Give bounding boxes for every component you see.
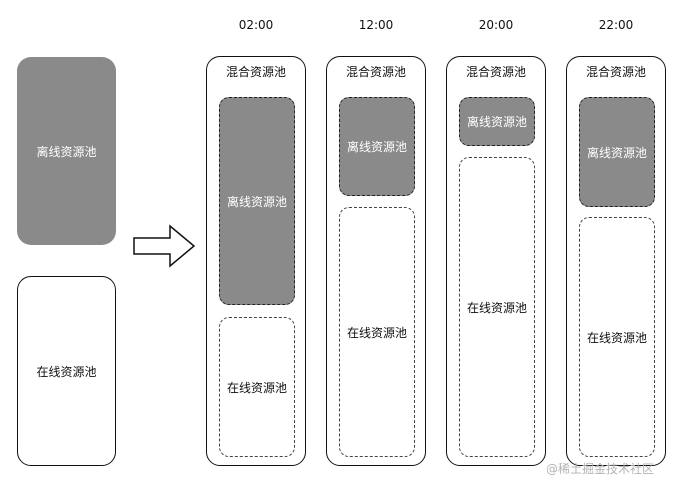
offline-pool: 离线资源池 [17, 57, 116, 245]
offline-segment: 离线资源池 [219, 97, 295, 305]
offline-segment-label: 离线资源池 [586, 145, 647, 160]
online-pool: 在线资源池 [17, 276, 116, 466]
time-label-1200: 12:00 [358, 18, 394, 32]
offline-segment-label: 离线资源池 [466, 115, 527, 129]
online-segment-label: 在线资源池 [346, 325, 407, 340]
online-segment-label: 在线资源池 [226, 380, 287, 395]
mixed-pool-label: 混合资源池 [345, 65, 406, 79]
online-segment: 在线资源池 [579, 217, 655, 457]
right-arrow-icon [133, 224, 196, 268]
offline-segment-label: 离线资源池 [346, 140, 407, 154]
offline-segment: 离线资源池 [339, 97, 415, 196]
online-segment: 在线资源池 [459, 157, 535, 457]
offline-segment-label: 离线资源池 [226, 194, 287, 209]
watermark: @稀土掘金技术社区 [546, 462, 655, 476]
online-segment: 在线资源池 [339, 207, 415, 457]
offline-segment: 离线资源池 [579, 97, 655, 207]
online-pool-label: 在线资源池 [36, 364, 97, 379]
mixed-pool-2200: 混合资源池 离线资源池 在线资源池 [566, 56, 666, 466]
time-label-0200: 02:00 [238, 18, 274, 32]
online-segment-label: 在线资源池 [586, 330, 647, 345]
offline-pool-label: 离线资源池 [36, 144, 97, 159]
time-label-2000: 20:00 [478, 18, 514, 32]
mixed-pool-label: 混合资源池 [465, 65, 526, 79]
mixed-pool-1200: 混合资源池 离线资源池 在线资源池 [326, 56, 426, 466]
offline-segment: 离线资源池 [459, 97, 535, 146]
mixed-pool-2000: 混合资源池 离线资源池 在线资源池 [446, 56, 546, 466]
online-segment: 在线资源池 [219, 317, 295, 457]
mixed-pool-label: 混合资源池 [585, 65, 646, 79]
time-label-2200: 22:00 [598, 18, 634, 32]
mixed-pool-0200: 混合资源池 离线资源池 在线资源池 [206, 56, 306, 466]
mixed-pool-label: 混合资源池 [225, 65, 286, 79]
online-segment-label: 在线资源池 [466, 300, 527, 315]
